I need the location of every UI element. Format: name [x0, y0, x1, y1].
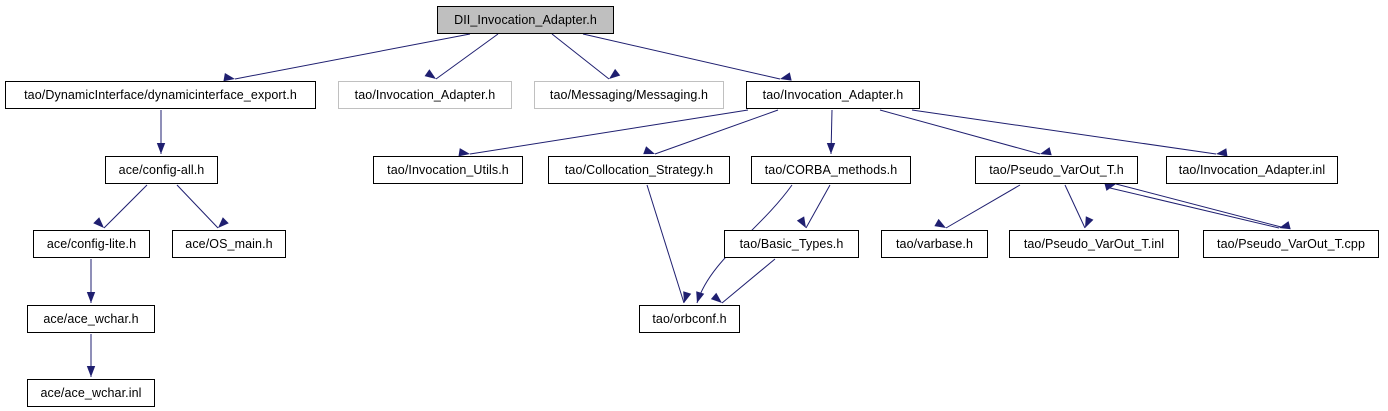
- graph-node-label: tao/Pseudo_VarOut_T.h: [989, 162, 1124, 177]
- graph-node-config_lite[interactable]: ace/config-lite.h: [33, 230, 150, 258]
- graph-node-label: ace/OS_main.h: [185, 236, 273, 251]
- edge-pseudo_h-to-pseudo_inl: [1064, 184, 1086, 229]
- graph-node-ace_wchar_inl[interactable]: ace/ace_wchar.inl: [27, 379, 155, 407]
- graph-node-corba_methods[interactable]: tao/CORBA_methods.h: [751, 156, 911, 184]
- edge-tao_inv_ad_h-to-corba_methods: [830, 109, 833, 155]
- graph-node-label: tao/Invocation_Adapter.inl: [1178, 162, 1326, 177]
- graph-node-dii[interactable]: DII_Invocation_Adapter.h: [437, 6, 614, 34]
- edge-dii-to-messaging: [551, 33, 610, 80]
- arrowhead-pseudo_h-to-pseudo_inl: [1085, 216, 1094, 228]
- graph-node-config_all[interactable]: ace/config-all.h: [105, 156, 218, 184]
- edge-dii-to-tao_inv_ad_h_a: [435, 33, 499, 80]
- graph-node-tao_inv_ad_h[interactable]: tao/Invocation_Adapter.h: [746, 81, 920, 109]
- graph-node-label: ace/config-lite.h: [46, 236, 137, 251]
- arrowhead-config_lite-to-ace_wchar_h: [86, 292, 96, 303]
- graph-node-label: tao/CORBA_methods.h: [764, 162, 898, 177]
- graph-node-pseudo_cpp[interactable]: tao/Pseudo_VarOut_T.cpp: [1203, 230, 1379, 258]
- graph-node-label: ace/ace_wchar.inl: [40, 385, 142, 400]
- arrowhead-dynexport-to-config_all: [156, 143, 166, 154]
- graph-node-label: tao/Invocation_Adapter.h: [762, 87, 904, 102]
- arrowhead-corba_methods-to-basic_types: [796, 216, 806, 228]
- graph-node-label: tao/DynamicInterface/dynamicinterface_ex…: [24, 87, 297, 102]
- edge-tao_inv_ad_h-to-collocation: [654, 109, 779, 155]
- graph-node-messaging: tao/Messaging/Messaging.h: [534, 81, 724, 109]
- graph-node-collocation[interactable]: tao/Collocation_Strategy.h: [548, 156, 730, 184]
- arrowhead-tao_inv_ad_h-to-corba_methods: [826, 143, 836, 154]
- edge-collocation-to-orbconf: [646, 184, 685, 304]
- edge-basic_types-to-orbconf: [721, 258, 776, 304]
- graph-node-tao_inv_ad_h_a: tao/Invocation_Adapter.h: [338, 81, 512, 109]
- edge-config_all-to-os_main: [176, 184, 219, 229]
- graph-node-basic_types[interactable]: tao/Basic_Types.h: [724, 230, 859, 258]
- graph-node-label: tao/Collocation_Strategy.h: [564, 162, 714, 177]
- arrowhead-ace_wchar_h-to-ace_wchar_inl: [86, 366, 96, 377]
- edge-pseudo_cpp-to-pseudo_h: [1115, 183, 1286, 229]
- graph-node-pseudo_inl[interactable]: tao/Pseudo_VarOut_T.inl: [1009, 230, 1179, 258]
- arrowhead-collocation-to-orbconf: [683, 291, 692, 303]
- edge-tao_inv_ad_h-to-inv_utils: [469, 109, 749, 155]
- edge-config_all-to-config_lite: [103, 184, 148, 229]
- graph-node-varbase[interactable]: tao/varbase.h: [881, 230, 988, 258]
- graph-node-pseudo_h[interactable]: tao/Pseudo_VarOut_T.h: [975, 156, 1138, 184]
- graph-node-os_main[interactable]: ace/OS_main.h: [172, 230, 286, 258]
- arrowhead-config_all-to-config_lite: [93, 217, 104, 228]
- edge-dii-to-dynexport: [234, 33, 471, 80]
- graph-node-label: tao/Invocation_Utils.h: [387, 162, 509, 177]
- graph-node-inv_ad_inl[interactable]: tao/Invocation_Adapter.inl: [1166, 156, 1338, 184]
- graph-node-dynexport[interactable]: tao/DynamicInterface/dynamicinterface_ex…: [5, 81, 316, 109]
- edge-pseudo_h-to-varbase: [945, 184, 1021, 229]
- graph-node-label: tao/Basic_Types.h: [739, 236, 844, 251]
- edge-tao_inv_ad_h-to-inv_ad_inl: [911, 109, 1217, 155]
- edge-corba_methods-to-basic_types: [805, 184, 831, 229]
- graph-node-inv_utils[interactable]: tao/Invocation_Utils.h: [373, 156, 523, 184]
- graph-node-label: tao/Pseudo_VarOut_T.cpp: [1217, 236, 1365, 251]
- arrowhead-config_all-to-os_main: [218, 217, 229, 228]
- graph-node-label: tao/Pseudo_VarOut_T.inl: [1023, 236, 1165, 251]
- graph-node-label: ace/config-all.h: [118, 162, 205, 177]
- graph-node-label: ace/ace_wchar.h: [43, 311, 139, 326]
- edge-pseudo_h-to-pseudo_cpp: [1109, 187, 1280, 229]
- graph-node-label: tao/orbconf.h: [652, 311, 727, 326]
- graph-node-label: tao/Invocation_Adapter.h: [354, 87, 496, 102]
- graph-node-label: tao/Messaging/Messaging.h: [549, 87, 709, 102]
- edge-dii-to-tao_inv_ad_h: [582, 33, 781, 80]
- graph-node-label: DII_Invocation_Adapter.h: [454, 12, 597, 27]
- graph-node-ace_wchar_h[interactable]: ace/ace_wchar.h: [27, 305, 155, 333]
- graph-node-orbconf[interactable]: tao/orbconf.h: [639, 305, 740, 333]
- edge-tao_inv_ad_h-to-pseudo_h: [879, 109, 1041, 155]
- graph-node-label: tao/varbase.h: [895, 236, 974, 251]
- arrowhead-corba_methods-to-orbconf: [696, 291, 705, 303]
